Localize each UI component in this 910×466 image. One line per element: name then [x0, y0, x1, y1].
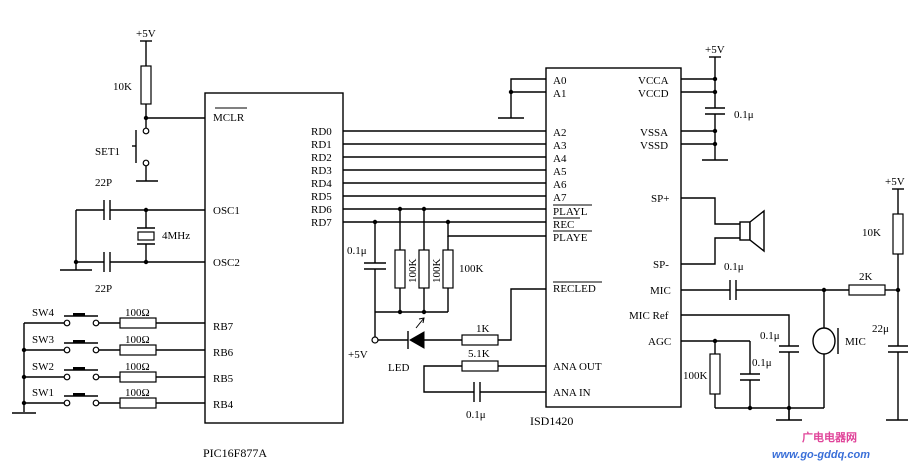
pullup-2-label: 100K: [431, 259, 443, 284]
mclr-resistor: [140, 65, 152, 105]
pin-playe: PLAYE: [553, 232, 588, 244]
crystal: [137, 231, 155, 241]
sw1-label: SW1: [32, 387, 54, 399]
speaker-circuit: 0.1μ: [681, 197, 765, 273]
sw2-resistor-label: 100Ω: [125, 361, 150, 373]
pin-agc: AGC: [648, 336, 671, 348]
sw4-resistor-label: 100Ω: [125, 307, 150, 319]
pin-a0: A0: [553, 75, 567, 87]
mic-label: MIC: [845, 336, 866, 348]
led-diode-icon: [408, 331, 425, 349]
vcc-mic-label: +5V: [885, 176, 905, 188]
isd-part-label: ISD1420: [530, 414, 573, 428]
pin-sp-minus: SP-: [653, 259, 669, 271]
pin-rd2: RD2: [311, 152, 332, 164]
analog-loop: 5.1K 0.1μ: [423, 348, 546, 421]
sw3-resistor-label: 100Ω: [125, 334, 150, 346]
pin-rb6: RB6: [213, 347, 234, 359]
pin-mclr: MCLR: [213, 112, 245, 124]
pin-vssd: VSSD: [640, 140, 668, 152]
isd-power: +5V 0.1μ: [681, 44, 754, 161]
speaker-icon: [739, 221, 751, 241]
control-pullups: 0.1μ 100K 100K 100K +5V LED 1K: [347, 209, 546, 374]
mic-ref-cap-label: 0.1μ: [760, 330, 780, 342]
pullup-3-label: 100K: [459, 263, 484, 275]
pin-rd6: RD6: [311, 204, 332, 216]
pin-a4: A4: [553, 153, 567, 165]
pin-sp-plus: SP+: [651, 193, 669, 205]
sw2-row: SW2 100Ω: [21, 361, 205, 383]
ana-resistor-label: 5.1K: [468, 348, 490, 360]
ana-cap-label: 0.1μ: [466, 409, 486, 421]
mic-circuit: 2K +5V 10K 22μ MIC 0.1μ 100K: [681, 176, 908, 421]
osc-cap-top-label: 22P: [95, 177, 112, 189]
pin-rd7: RD7: [311, 217, 332, 229]
pin-rb7: RB7: [213, 321, 234, 333]
pin-recled: RECLED: [553, 283, 596, 295]
pin-osc1: OSC1: [213, 205, 240, 217]
microphone-icon: [812, 327, 836, 355]
switch-array: SW4 100Ω SW3 100Ω SW2: [12, 307, 205, 414]
rd-cap-label: 0.1μ: [347, 245, 367, 257]
a0-a1-ground: [498, 78, 546, 119]
sw3-row: SW3 100Ω: [21, 334, 205, 356]
pin-a3: A3: [553, 140, 567, 152]
pic16f877a-chip: MCLR OSC1 OSC2 RD0 RD1 RD2 RD3 RD4 RD5 R…: [203, 92, 344, 460]
pin-rd4: RD4: [311, 178, 332, 190]
led-label: LED: [388, 362, 409, 374]
watermark-url: www.go-gddq.com: [772, 449, 870, 461]
pin-rb5: RB5: [213, 373, 234, 385]
watermark-cn: 广电电器网: [802, 430, 857, 444]
pin-vcca: VCCA: [638, 75, 669, 87]
pin-mic-ref: MIC Ref: [629, 310, 669, 322]
pin-rb4: RB4: [213, 399, 234, 411]
pin-osc2: OSC2: [213, 257, 240, 269]
pin-vccd: VCCD: [638, 88, 669, 100]
agc-resistor-label: 100K: [683, 370, 708, 382]
pin-a1: A1: [553, 88, 566, 100]
set-switch-label: SET1: [95, 146, 120, 158]
pin-ana-out: ANA OUT: [553, 361, 602, 373]
sw4-label: SW4: [32, 307, 55, 319]
vcc-cap-label: 0.1μ: [734, 109, 754, 121]
isd1420-chip: A0 A1 A2 A3 A4 A5 A6 A7 PLAYL REC PLAYE …: [530, 67, 682, 428]
pin-vssa: VSSA: [640, 127, 668, 139]
pin-a7: A7: [553, 192, 567, 204]
sw4-row: SW4 100Ω: [24, 307, 205, 329]
pin-rec: REC: [553, 219, 574, 231]
pin-mic: MIC: [650, 285, 671, 297]
pin-rd1: RD1: [311, 139, 332, 151]
vcc-led-label: +5V: [348, 349, 368, 361]
pullup-1-label: 100K: [407, 259, 419, 284]
pin-playl: PLAYL: [553, 206, 588, 218]
sw1-row: SW1 100Ω: [21, 387, 205, 409]
reset-circuit: +5V 10K SET1: [95, 28, 205, 182]
crystal-label: 4MHz: [162, 230, 190, 242]
mclr-resistor-label: 10K: [113, 81, 132, 93]
pin-rd5: RD5: [311, 191, 332, 203]
pic-part-label: PIC16F877A: [203, 446, 267, 460]
pin-ana-in: ANA IN: [553, 387, 591, 399]
pin-a5: A5: [553, 166, 567, 178]
vcc-isd-label: +5V: [705, 44, 725, 56]
mic-pull-resistor-label: 10K: [862, 227, 881, 239]
mic-cap-label: 22μ: [872, 323, 889, 335]
sw1-resistor-label: 100Ω: [125, 387, 150, 399]
sw2-label: SW2: [32, 361, 54, 373]
pin-a2: A2: [553, 127, 566, 139]
osc-cap-bottom-label: 22P: [95, 283, 112, 295]
sw3-label: SW3: [32, 334, 55, 346]
mic-series-resistor-label: 2K: [859, 271, 873, 283]
rd-data-bus: [343, 130, 546, 225]
pin-a6: A6: [553, 179, 567, 191]
speaker-cap-label: 0.1μ: [724, 261, 744, 273]
agc-cap-label: 0.1μ: [752, 357, 772, 369]
pin-rd3: RD3: [311, 165, 332, 177]
oscillator-circuit: 22P 22P 4MHz: [60, 177, 205, 295]
led-resistor-label: 1K: [476, 323, 490, 335]
vcc-mclr-label: +5V: [136, 28, 156, 40]
pin-rd0: RD0: [311, 126, 332, 138]
